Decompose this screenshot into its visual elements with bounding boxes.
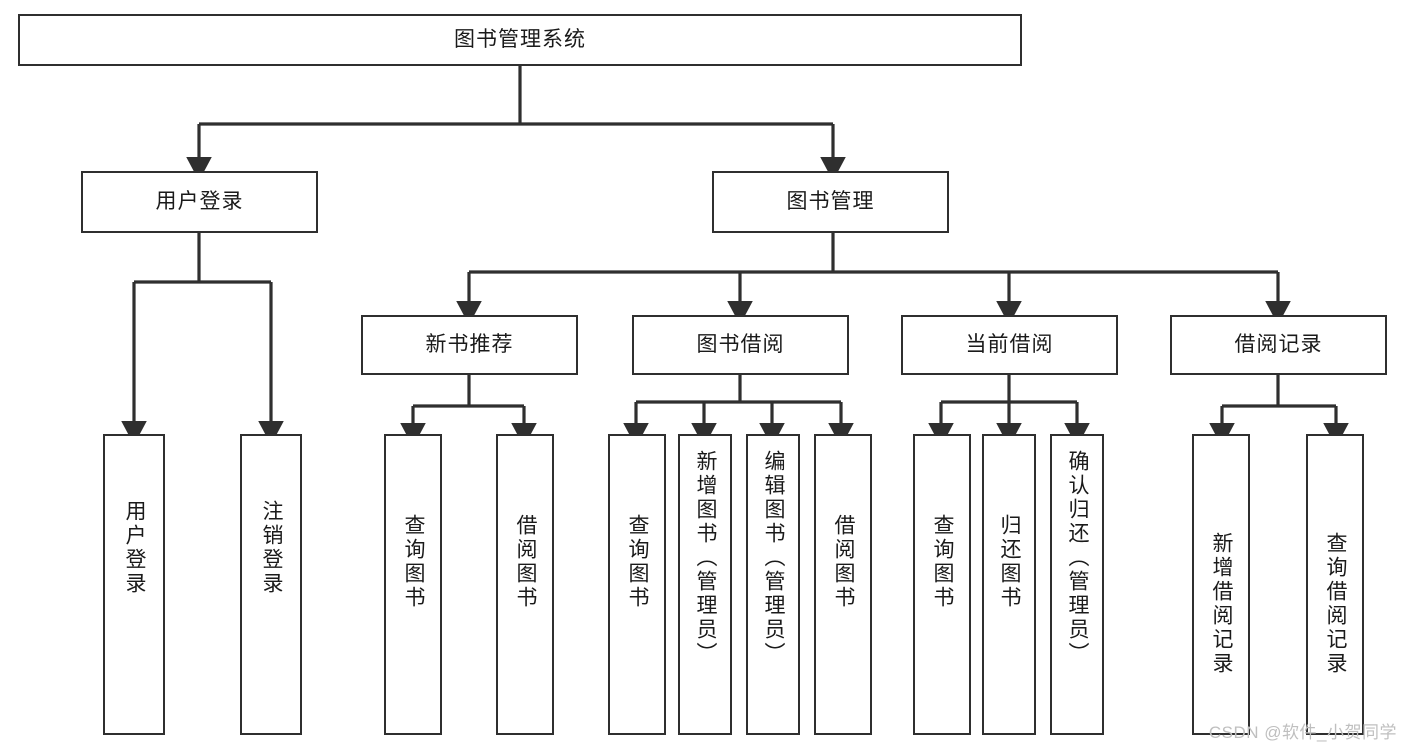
node-leaf-return-book[interactable]: 归还图书 — [982, 434, 1036, 735]
node-leaf-edit-book-label: 编辑图书（管理员） — [762, 450, 786, 666]
node-current-borrow[interactable]: 当前借阅 — [901, 315, 1118, 375]
node-leaf-query-book-1[interactable]: 查询图书 — [384, 434, 442, 735]
watermark: CSDN @软件_小贺同学 — [1208, 723, 1397, 742]
node-leaf-query-book-3-label: 查询图书 — [931, 514, 955, 610]
node-new-book-recommend-label: 新书推荐 — [425, 332, 514, 356]
node-leaf-query-book-2-label: 查询图书 — [626, 514, 650, 610]
node-leaf-borrow-book-2[interactable]: 借阅图书 — [814, 434, 872, 735]
node-root-label: 图书管理系统 — [454, 27, 586, 51]
node-leaf-query-book-2[interactable]: 查询图书 — [608, 434, 666, 735]
node-leaf-query-book-1-label: 查询图书 — [402, 514, 426, 610]
node-leaf-user-login-label: 用户登录 — [123, 500, 147, 596]
node-leaf-add-record[interactable]: 新增借阅记录 — [1192, 434, 1250, 735]
node-book-manage-label: 图书管理 — [786, 189, 875, 213]
node-leaf-borrow-book-2-label: 借阅图书 — [832, 514, 856, 610]
node-leaf-return-book-label: 归还图书 — [998, 514, 1022, 610]
node-user-login-label: 用户登录 — [155, 189, 244, 213]
node-leaf-borrow-book-1-label: 借阅图书 — [514, 514, 538, 610]
node-leaf-query-book-3[interactable]: 查询图书 — [913, 434, 971, 735]
node-leaf-borrow-book-1[interactable]: 借阅图书 — [496, 434, 554, 735]
node-leaf-logout-login-label: 注销登录 — [260, 500, 284, 596]
node-borrow-record[interactable]: 借阅记录 — [1170, 315, 1387, 375]
node-leaf-add-book-label: 新增图书（管理员） — [694, 450, 718, 666]
node-leaf-query-record-label: 查询借阅记录 — [1324, 532, 1348, 676]
node-book-manage[interactable]: 图书管理 — [712, 171, 949, 233]
node-leaf-confirm-return-label: 确认归还（管理员） — [1066, 450, 1090, 666]
node-leaf-query-record[interactable]: 查询借阅记录 — [1306, 434, 1364, 735]
node-root[interactable]: 图书管理系统 — [18, 14, 1022, 66]
node-borrow-record-label: 借阅记录 — [1234, 332, 1323, 356]
node-leaf-edit-book[interactable]: 编辑图书（管理员） — [746, 434, 800, 735]
node-leaf-logout-login[interactable]: 注销登录 — [240, 434, 302, 735]
node-current-borrow-label: 当前借阅 — [965, 332, 1054, 356]
node-user-login[interactable]: 用户登录 — [81, 171, 318, 233]
node-book-borrow-label: 图书借阅 — [696, 332, 785, 356]
node-leaf-add-book[interactable]: 新增图书（管理员） — [678, 434, 732, 735]
node-leaf-add-record-label: 新增借阅记录 — [1210, 532, 1234, 676]
node-book-borrow[interactable]: 图书借阅 — [632, 315, 849, 375]
node-leaf-confirm-return[interactable]: 确认归还（管理员） — [1050, 434, 1104, 735]
node-new-book-recommend[interactable]: 新书推荐 — [361, 315, 578, 375]
node-leaf-user-login[interactable]: 用户登录 — [103, 434, 165, 735]
